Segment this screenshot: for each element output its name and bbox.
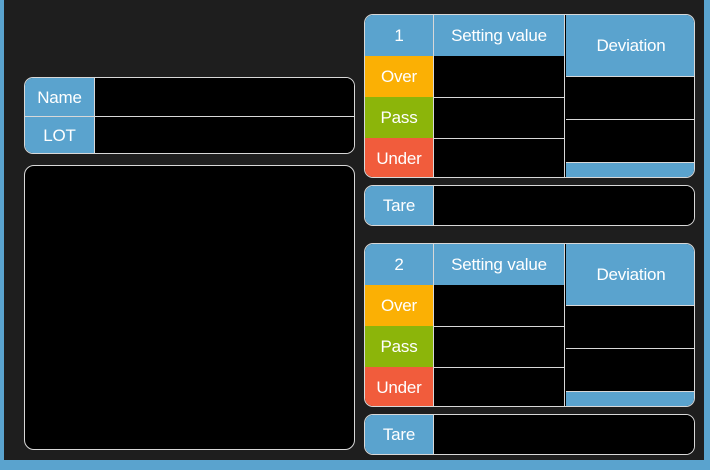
scale-2-label-column: 2 Over Pass Under <box>365 244 433 406</box>
scale-2-pass-label: Pass <box>380 337 418 356</box>
scale-2-tare-label: Tare <box>382 425 416 444</box>
scale-2-under-setting-value[interactable] <box>434 367 564 406</box>
scale-1-over-setting-value[interactable] <box>434 56 564 97</box>
scale-2-setting-value-header-label: Setting value <box>451 255 547 274</box>
scale-1-deviation-column: Deviation <box>566 15 694 177</box>
scale-2-setting-value-column: Setting value <box>433 244 565 406</box>
scale-1-under-label-cell: Under <box>365 138 433 177</box>
scale-2-setting-value-header: Setting value <box>434 244 564 285</box>
right-panel: 1 Over Pass Under Setting value <box>360 0 704 460</box>
scale-1-deviation-value-1[interactable] <box>566 76 694 119</box>
scale-1-index-cell: 1 <box>365 15 433 56</box>
scale-1-setting-value-header: Setting value <box>434 15 564 56</box>
scale-1-setting-value-header-label: Setting value <box>451 26 547 45</box>
name-lot-group: Name LOT <box>24 77 355 154</box>
scale-2-index-label: 2 <box>394 255 404 274</box>
scale-1-setting-value-column: Setting value <box>433 15 565 177</box>
lot-input[interactable] <box>94 117 354 153</box>
scale-2-tare-label-cell: Tare <box>365 415 433 454</box>
scale-2-over-setting-value[interactable] <box>434 285 564 326</box>
scale-1-deviation-header: Deviation <box>566 15 694 76</box>
lot-row: LOT <box>25 116 354 153</box>
scale-1-under-label: Under <box>376 148 422 168</box>
scale-2-tare-value[interactable] <box>433 415 694 454</box>
scale-2-deviation-value-1[interactable] <box>566 305 694 348</box>
scale-1-pass-label: Pass <box>380 108 418 127</box>
scale-1-label-column: 1 Over Pass Under <box>365 15 433 177</box>
scale-1-tare-label: Tare <box>382 196 416 215</box>
lot-label: LOT <box>43 126 76 145</box>
name-label-cell: Name <box>25 78 94 116</box>
scale-2-deviation-header: Deviation <box>566 244 694 305</box>
display-box[interactable] <box>24 165 355 450</box>
scale-block-1: 1 Over Pass Under Setting value <box>364 14 695 226</box>
scale-1-tare-row: Tare <box>364 185 695 226</box>
scale-1-pass-setting-value[interactable] <box>434 97 564 138</box>
scale-1-deviation-footer <box>566 162 694 177</box>
scale-2-deviation-column: Deviation <box>566 244 694 406</box>
scale-1-tare-value[interactable] <box>433 186 694 225</box>
name-row: Name <box>25 78 354 116</box>
scale-1-tare-label-cell: Tare <box>365 186 433 225</box>
scale-2-deviation-header-label: Deviation <box>596 265 666 284</box>
scale-2-under-label-cell: Under <box>365 367 433 406</box>
scale-2-under-label: Under <box>376 377 422 397</box>
scale-1-under-setting-value[interactable] <box>434 138 564 177</box>
scale-1-over-label: Over <box>380 67 418 86</box>
scale-2-index-cell: 2 <box>365 244 433 285</box>
lot-label-cell: LOT <box>25 117 94 153</box>
scale-1-table: 1 Over Pass Under Setting value <box>364 14 695 178</box>
scale-2-over-label: Over <box>380 296 418 315</box>
scale-1-deviation-header-label: Deviation <box>596 36 666 55</box>
scale-2-tare-row: Tare <box>364 414 695 455</box>
scale-2-pass-label-cell: Pass <box>365 326 433 367</box>
scale-block-2: 2 Over Pass Under Setting value <box>364 243 695 455</box>
scale-1-pass-label-cell: Pass <box>365 97 433 138</box>
scale-2-deviation-value-2[interactable] <box>566 348 694 391</box>
scale-2-deviation-footer <box>566 391 694 406</box>
name-label: Name <box>37 87 82 107</box>
scale-2-over-label-cell: Over <box>365 285 433 326</box>
left-panel: Name LOT <box>20 0 360 460</box>
scale-1-index-label: 1 <box>394 26 404 45</box>
scale-2-pass-setting-value[interactable] <box>434 326 564 367</box>
name-input[interactable] <box>94 78 354 116</box>
scale-2-table: 2 Over Pass Under Setting value <box>364 243 695 407</box>
scale-1-deviation-value-2[interactable] <box>566 119 694 162</box>
scale-1-over-label-cell: Over <box>365 56 433 97</box>
app-root: Name LOT 1 Ove <box>4 0 704 460</box>
